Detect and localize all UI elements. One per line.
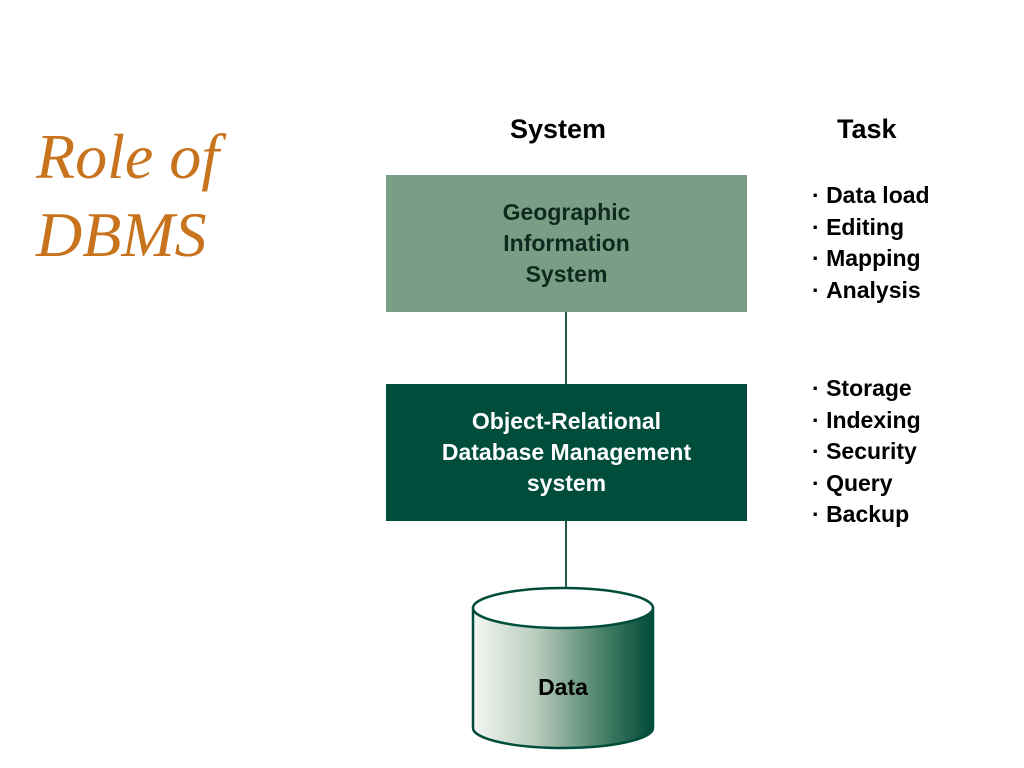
title-line-1: Role of bbox=[36, 121, 220, 192]
system-column-header: System bbox=[510, 114, 607, 144]
task-item: Backup bbox=[812, 499, 921, 531]
task-item: Query bbox=[812, 468, 921, 500]
task-column-header: Task bbox=[837, 114, 897, 144]
slide-title: Role of DBMS bbox=[36, 118, 219, 274]
task-item: Data load bbox=[812, 180, 930, 212]
task-item: Indexing bbox=[812, 405, 921, 437]
ordbms-line-3: system bbox=[526, 470, 607, 496]
title-line-2: DBMS bbox=[36, 199, 207, 270]
task-item: Security bbox=[812, 436, 921, 468]
gis-line-3: System bbox=[525, 261, 608, 287]
task-item: Storage bbox=[812, 373, 921, 405]
data-cylinder-icon bbox=[471, 586, 655, 750]
gis-task-list: Data load Editing Mapping Analysis bbox=[812, 180, 930, 306]
task-item: Analysis bbox=[812, 275, 930, 307]
gis-box: Geographic Information System bbox=[386, 175, 747, 312]
data-label: Data bbox=[538, 674, 588, 700]
task-item: Editing bbox=[812, 212, 930, 244]
gis-line-1: Geographic bbox=[502, 199, 631, 225]
ordbms-line-1: Object-Relational bbox=[471, 408, 662, 434]
ordbms-box: Object-Relational Database Management sy… bbox=[386, 384, 747, 521]
task-item: Mapping bbox=[812, 243, 930, 275]
ordbms-line-2: Database Management bbox=[441, 439, 692, 465]
ordbms-task-list: Storage Indexing Security Query Backup bbox=[812, 373, 921, 531]
gis-line-2: Information bbox=[503, 230, 630, 256]
